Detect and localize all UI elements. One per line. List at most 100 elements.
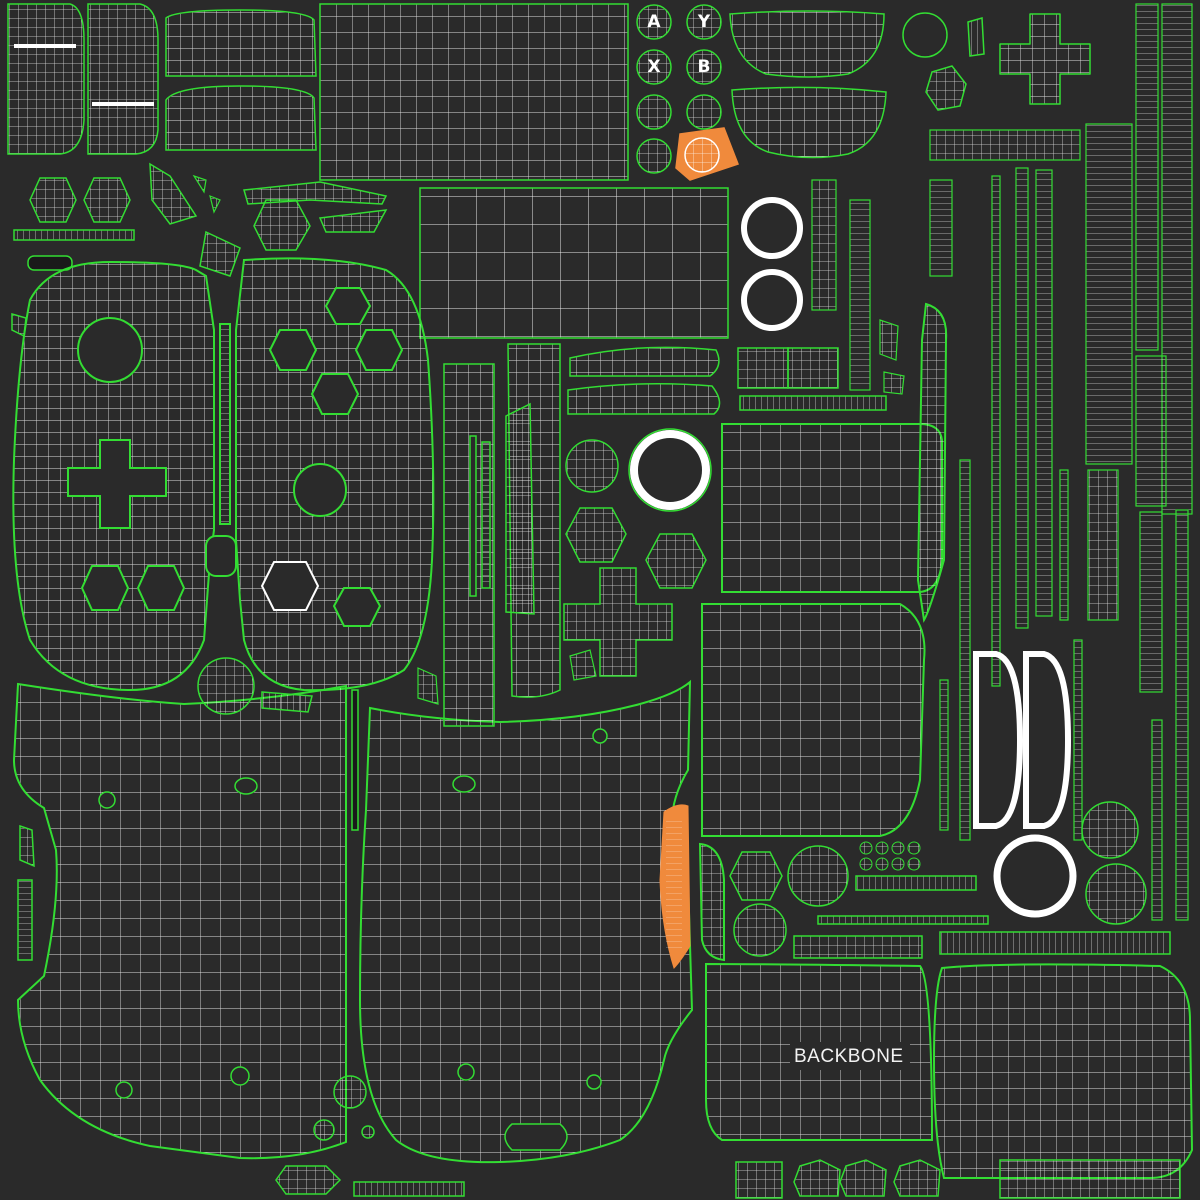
uv-strip [929,179,953,277]
face-buttons: A Y X B [636,4,739,181]
uv-island [1085,863,1147,925]
uv-island [839,1159,887,1197]
button-b-glyph: B [698,57,711,77]
uv-island [739,395,887,411]
uv-element [686,49,722,85]
uv-island [83,177,131,223]
uv-ring-outline [628,428,712,512]
uv-island [737,347,789,389]
small-dots-grid [859,841,921,871]
uv-island [902,12,948,58]
thumbstick-left-hole [77,317,143,383]
uv-strip [1139,511,1163,693]
uv-island [793,1159,841,1197]
uv-island [361,1125,375,1139]
uv-dot [875,841,889,855]
uv-strip [1087,469,1119,621]
uv-island [318,209,388,233]
dpad-hole [67,439,167,529]
uv-ring [741,197,803,259]
backbone-label-bg [790,1042,910,1070]
uv-hole [586,1074,602,1090]
uv-island [469,435,477,597]
uv-island [893,1159,941,1197]
button-y-glyph: Y [697,12,711,32]
uv-hole [268,329,318,371]
uv-island [261,691,313,713]
uv-island [729,851,783,901]
uv-hole [592,728,608,744]
uv-hole [234,777,258,795]
uv-strip [855,875,977,891]
center-buttons [563,197,887,677]
uv-island [92,102,154,106]
uv-dot [859,841,873,855]
uv-island [569,649,597,681]
back-shell-holes [98,728,608,1151]
dpad-top-island [999,13,1091,105]
uv-hole [310,373,360,415]
uv-dot [891,857,905,871]
uv-island [698,842,725,962]
uv-island [505,402,535,615]
uv-hole [452,775,476,793]
center-strips [443,343,561,727]
uv-island [883,371,905,395]
uv-island [787,347,839,389]
uv-dot [907,841,921,855]
uv-island [313,1119,335,1141]
uv-island [351,689,359,831]
orange-trim-grid [666,820,682,950]
uv-element [686,4,722,40]
left-small-pieces [13,162,388,277]
uv-strip [1135,355,1167,507]
uv-strip [939,679,949,831]
lower-right-pieces [729,801,1171,959]
uv-island [333,1075,367,1109]
uv-element [636,49,672,85]
uv-island [565,507,627,563]
uv-island [729,10,885,78]
uv-hole [80,565,130,611]
dpad-island [563,567,673,677]
back-shell-right-piece [358,679,694,1164]
vertical-strips [811,3,1193,921]
back-shell-left [12,679,694,1164]
bottom-row-pieces [735,1159,1181,1199]
uv-island [419,187,729,339]
uv-island [1023,651,1072,829]
tiny-pieces [192,174,905,705]
uv-hole [98,791,116,809]
uv-hole [260,561,320,611]
uv-strip [991,175,1001,687]
d-shaped-pieces [973,651,1072,829]
view-button-island [636,94,672,130]
button-y-island: Y [686,4,722,40]
uv-strip [1085,123,1133,465]
uv-island [787,845,849,907]
uv-island [165,9,317,77]
button-x-glyph: X [647,57,660,77]
uv-island [353,1181,465,1197]
uv-strip [1161,3,1193,515]
menu-button-island [636,138,672,174]
uv-island [481,441,491,589]
uv-strip [849,199,871,391]
uv-strip [1073,639,1083,841]
bottom-left-small-pieces [11,313,465,1197]
uv-island [319,3,629,181]
uv-island [569,346,720,377]
uv-island [701,603,926,837]
uv-strip [929,129,1081,161]
uv-ring [630,430,710,510]
logo-button-island [684,137,720,173]
uv-element [636,4,672,40]
uv-island [731,86,887,159]
thumbstick-right-hole [293,463,347,517]
uv-island [149,162,198,225]
uv-island [27,255,73,271]
faceplate-holes [67,287,404,627]
uv-island [916,302,948,623]
uv-island [735,1161,783,1199]
